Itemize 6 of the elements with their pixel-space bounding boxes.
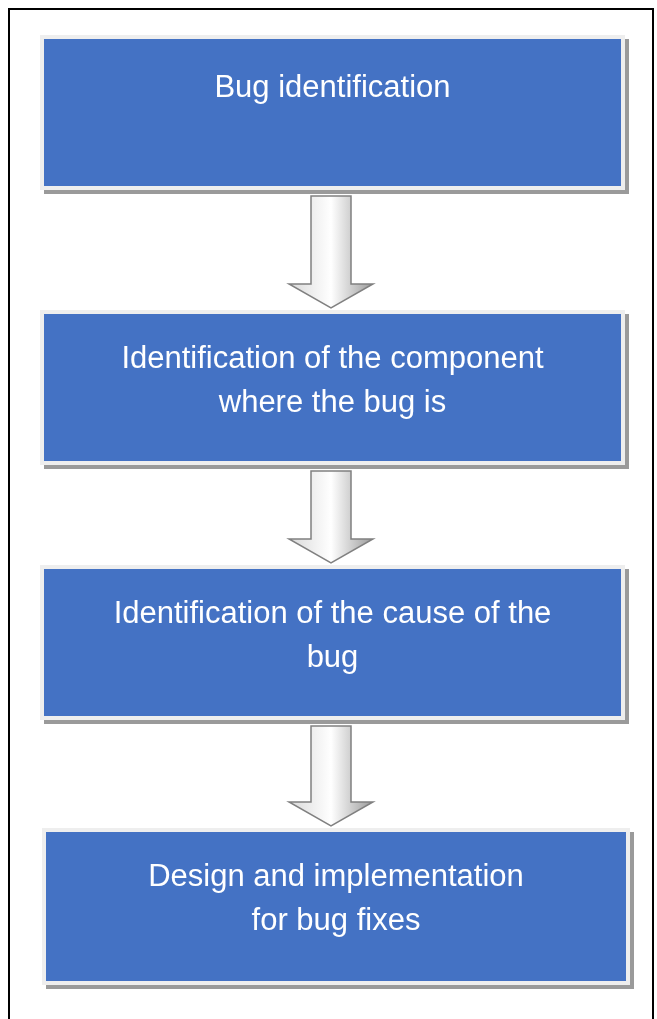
block-arrow [286,725,376,827]
step-text: Design and implementation for bug fixes [147,857,525,939]
block-arrow [286,470,376,564]
step-text: Bug identification [214,68,451,106]
step-text: Identification of the component where the bug is [120,339,545,421]
step-text: Identification of the cause of the bug [112,594,553,676]
